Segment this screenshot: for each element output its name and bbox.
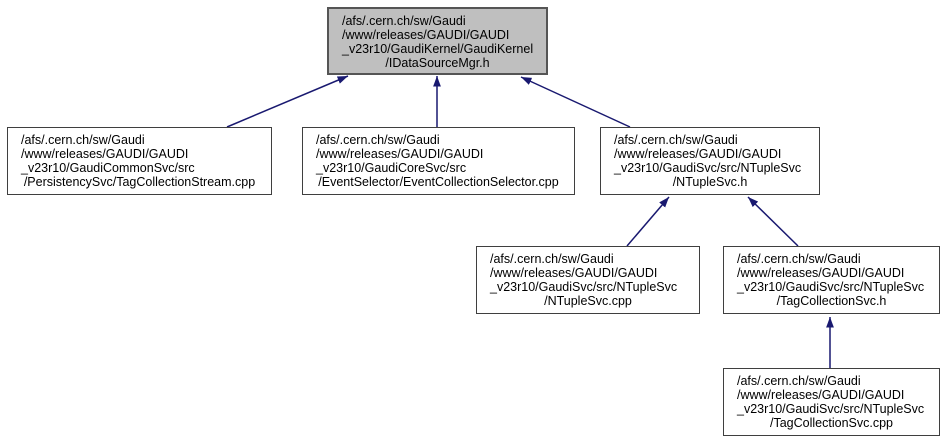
edge-ntuplesvc-h-to-idatasourcemgr [520, 76, 631, 128]
node-text-line: _v23r10/GaudiSvc/src/NTupleSvc [490, 280, 678, 294]
node-text-line: /TagCollectionSvc.cpp [770, 416, 893, 430]
node-text-line: /afs/.cern.ch/sw/Gaudi [490, 252, 614, 266]
node-text-line: /afs/.cern.ch/sw/Gaudi [737, 374, 861, 388]
node-text-line: /www/releases/GAUDI/GAUDI [614, 147, 782, 161]
node-text-line: /www/releases/GAUDI/GAUDI [737, 388, 905, 402]
node-tagcollectionsvc-cpp[interactable]: /afs/.cern.ch/sw/Gaudi /www/releases/GAU… [723, 368, 940, 436]
node-text-line: /EventSelector/EventCollectionSelector.c… [318, 175, 559, 189]
node-text-line: /PersistencySvc/TagCollectionStream.cpp [23, 175, 256, 189]
node-idatasourcemgr-h: /afs/.cern.ch/sw/Gaudi /www/releases/GAU… [327, 7, 548, 75]
node-text-line: /afs/.cern.ch/sw/Gaudi [737, 252, 861, 266]
node-eventcollectionselector-cpp[interactable]: /afs/.cern.ch/sw/Gaudi /www/releases/GAU… [302, 127, 575, 195]
node-tagcollectionstream-cpp[interactable]: /afs/.cern.ch/sw/Gaudi /www/releases/GAU… [7, 127, 272, 195]
node-text-line: _v23r10/GaudiCoreSvc/src [316, 161, 467, 175]
edge-ntuplesvc-cpp-to-ntuplesvc-h [626, 196, 670, 247]
node-text-line: _v23r10/GaudiCommonSvc/src [21, 161, 195, 175]
node-ntuplesvc-cpp[interactable]: /afs/.cern.ch/sw/Gaudi /www/releases/GAU… [476, 246, 700, 314]
node-tagcollectionsvc-h[interactable]: /afs/.cern.ch/sw/Gaudi /www/releases/GAU… [723, 246, 940, 314]
edge-tagcollectionsvc-h-to-ntuplesvc-h [747, 196, 799, 247]
node-text-line: /TagCollectionSvc.h [776, 294, 887, 308]
node-text-line: _v23r10/GaudiKernel/GaudiKernel [342, 42, 534, 56]
node-text-line: /IDataSourceMgr.h [385, 56, 490, 70]
node-text-line: /afs/.cern.ch/sw/Gaudi [316, 133, 440, 147]
node-text-line: _v23r10/GaudiSvc/src/NTupleSvc [614, 161, 802, 175]
node-text-line: /afs/.cern.ch/sw/Gaudi [342, 14, 466, 28]
node-text-line: /www/releases/GAUDI/GAUDI [490, 266, 658, 280]
node-text-line: /www/releases/GAUDI/GAUDI [342, 28, 510, 42]
node-text-line: /afs/.cern.ch/sw/Gaudi [21, 133, 145, 147]
node-ntuplesvc-h[interactable]: /afs/.cern.ch/sw/Gaudi /www/releases/GAU… [600, 127, 820, 195]
node-text-line: _v23r10/GaudiSvc/src/NTupleSvc [737, 402, 925, 416]
edge-tagcollectionstream-to-idatasourcemgr [226, 75, 349, 128]
node-text-line: _v23r10/GaudiSvc/src/NTupleSvc [737, 280, 925, 294]
node-text-line: /www/releases/GAUDI/GAUDI [316, 147, 484, 161]
node-text-line: /NTupleSvc.h [672, 175, 748, 189]
node-text-line: /afs/.cern.ch/sw/Gaudi [614, 133, 738, 147]
node-text-line: /www/releases/GAUDI/GAUDI [737, 266, 905, 280]
node-text-line: /www/releases/GAUDI/GAUDI [21, 147, 189, 161]
node-text-line: /NTupleSvc.cpp [544, 294, 632, 308]
